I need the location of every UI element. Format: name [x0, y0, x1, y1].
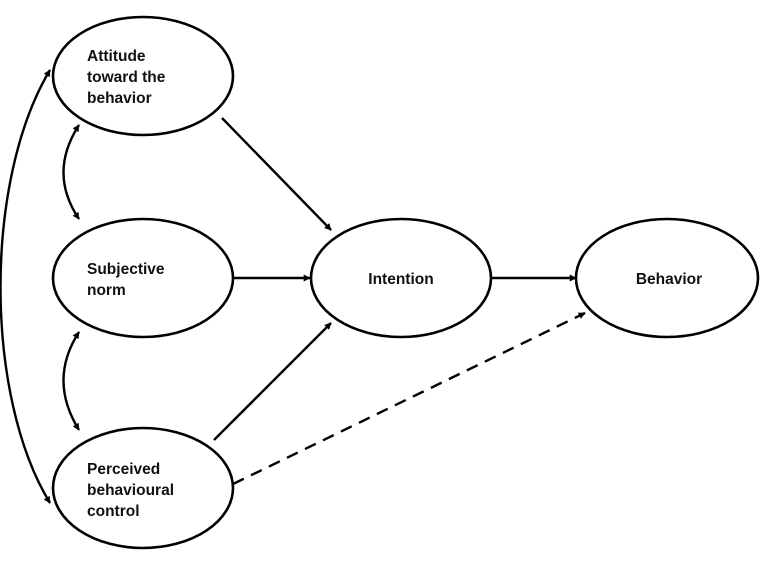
- node-perceived-control-line-3: control: [87, 503, 140, 520]
- node-behavior-line-1: Behavior: [636, 271, 702, 288]
- node-perceived-control-line-2: behavioural: [87, 482, 174, 499]
- svg-text:Behavior: Behavior: [636, 271, 702, 288]
- edge-perceived-control-to-intention: [213, 322, 332, 441]
- node-attitude-shape: [51, 15, 235, 137]
- node-perceived-control-line-1: Perceived: [87, 461, 160, 478]
- svg-text:Intention: Intention: [368, 271, 433, 288]
- node-perceived-control: Perceived behavioural control: [51, 426, 235, 550]
- node-intention: Intention: [309, 217, 493, 339]
- edge-perceived-control-to-behavior-dashed: [232, 311, 586, 486]
- node-attitude: Attitude toward the behavior: [51, 15, 235, 137]
- correlation-attitude-perceived-control: [0, 69, 52, 504]
- node-subjective-norm-shape: [51, 217, 235, 339]
- edges: [0, 69, 586, 504]
- node-behavior: Behavior: [574, 217, 760, 339]
- correlation-attitude-subjective-norm: [62, 124, 81, 220]
- node-attitude-line-2: toward the: [87, 69, 166, 86]
- node-intention-line-1: Intention: [368, 271, 433, 288]
- node-attitude-line-3: behavior: [87, 90, 152, 107]
- correlation-subjective-norm-perceived-control: [62, 331, 81, 431]
- edge-attitude-to-intention: [221, 117, 332, 231]
- node-subjective-norm-line-2: norm: [87, 282, 126, 299]
- svg-text:Subjective norm: Subjective norm: [87, 261, 169, 299]
- node-behavior-shape: [574, 217, 760, 339]
- node-perceived-control-shape: [51, 426, 235, 550]
- node-subjective-norm-line-1: Subjective: [87, 261, 165, 278]
- node-subjective-norm: Subjective norm: [51, 217, 235, 339]
- svg-text:Perceived behavioural: Perceived behavioural control: [87, 461, 178, 520]
- node-intention-shape: [309, 217, 493, 339]
- svg-text:Attitude toward the: Attitude toward the behavior: [87, 48, 170, 107]
- node-attitude-line-1: Attitude: [87, 48, 146, 65]
